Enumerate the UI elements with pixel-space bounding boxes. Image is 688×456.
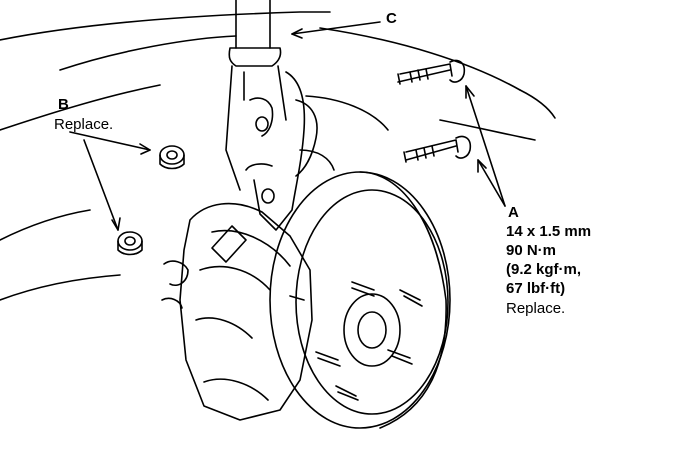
label-b: B	[58, 96, 69, 113]
leader-lines-a	[465, 85, 506, 207]
shock-absorber	[225, 0, 287, 191]
label-c: C	[386, 10, 397, 27]
flange-bolt-lower	[403, 135, 472, 163]
label-a-replace: Replace.	[506, 300, 566, 317]
leader-lines-b	[69, 131, 151, 231]
leader-line-c	[291, 21, 381, 39]
label-a-torque-nm: 90 N·m	[506, 242, 557, 259]
flange-nut-lower	[117, 231, 143, 256]
brake-rotor	[269, 171, 451, 429]
steering-knuckle	[245, 71, 389, 231]
label-a-torque-lbf: 67 lbf·ft)	[506, 280, 566, 297]
label-a-size: 14 x 1.5 mm	[506, 223, 592, 240]
label-a-torque-kgf: (9.2 kgf·m,	[506, 261, 582, 278]
brake-caliper	[161, 202, 313, 421]
flange-bolt-upper	[397, 59, 466, 85]
flange-nut-upper	[159, 145, 185, 170]
fender-outline	[0, 11, 556, 301]
label-a: A	[508, 204, 519, 221]
label-b-replace: Replace.	[54, 116, 114, 133]
wheel-studs	[315, 281, 423, 401]
